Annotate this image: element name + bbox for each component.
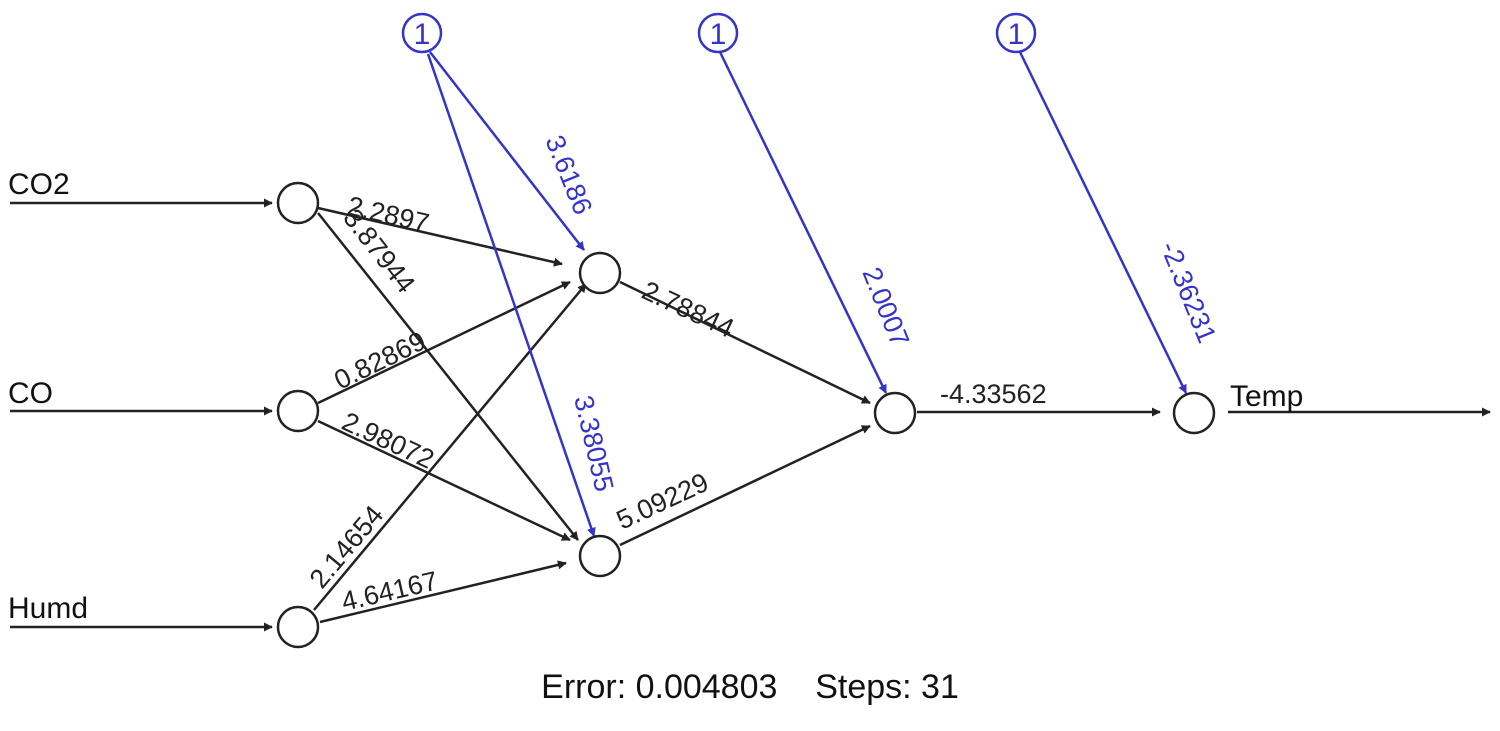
bias-node-3 [995,12,1037,54]
bias-weight-b2-h3: 2.0007 [856,263,915,351]
weight-h3-out: -4.33562 [940,379,1047,409]
edge-co2-h1 [317,206,563,267]
input-label-humd: Humd [8,592,88,625]
error-value: Error: 0.004803 [541,668,778,706]
node-input-co [276,389,320,433]
weight-co-h2: 2.98072 [337,406,438,474]
bias-edge-b3-out [1018,51,1188,394]
weight-humd-h2: 4.64167 [339,566,441,617]
edge-humd-h2 [319,560,567,624]
output-label-temp: Temp [1230,380,1303,413]
edge-h2-h3 [619,424,871,547]
edge-humd-h1 [313,283,587,611]
node-hidden-2 [578,534,622,578]
node-hidden-3 [873,391,917,435]
node-input-co2 [276,181,320,225]
training-summary: Error: 0.004803 Steps: 31 [0,668,1500,707]
node-output [1172,391,1216,435]
edge-co-h1 [317,280,571,405]
steps-value: Steps: 31 [815,668,959,706]
edge-co2-h2 [317,212,579,541]
input-label-co2: CO2 [8,168,70,201]
bias-node-2 [697,12,739,54]
bias-edge-b1-h1 [429,51,585,251]
bias-weight-b3-out: -2.36231 [1154,237,1222,347]
bias-node-1-label: 1 [414,18,431,51]
bias-node-2-label: 1 [710,18,727,51]
bias-edge-b1-h2 [426,53,596,537]
bias-weight-b1-h2: 3.38055 [568,393,619,495]
node-hidden-1 [578,251,622,295]
weight-co-h1: 0.82869 [329,326,430,396]
weight-h1-h3: 2.78844 [637,275,738,343]
bias-node-1 [401,12,443,54]
input-label-co: CO [8,377,53,410]
node-input-humd [276,605,320,649]
edge-h1-h3 [619,280,871,405]
edge-co-h2 [317,419,571,542]
bias-edge-b2-h3 [718,51,888,394]
bias-node-3-label: 1 [1008,18,1025,51]
